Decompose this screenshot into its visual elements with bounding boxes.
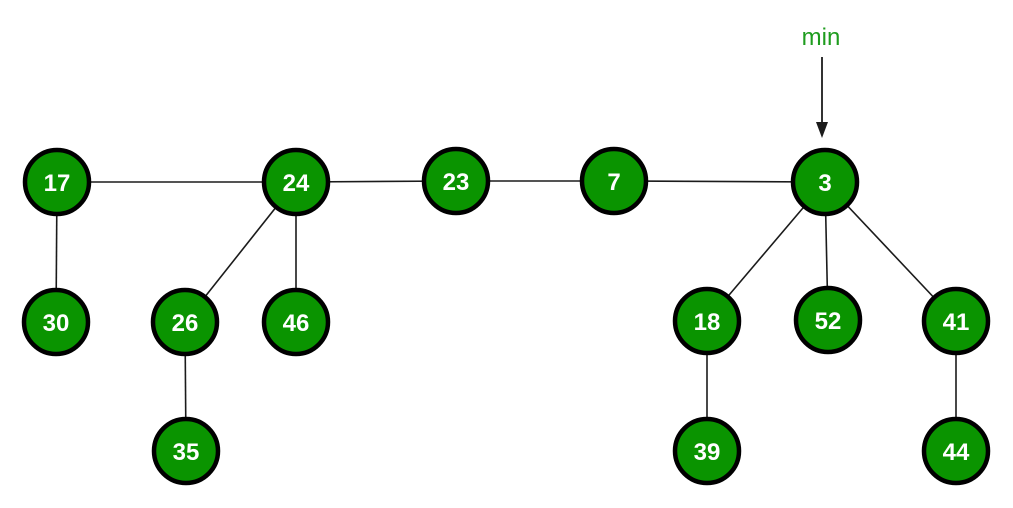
- heap-node-value-30: 30: [43, 310, 70, 337]
- heap-node-24: 24: [261, 147, 331, 217]
- heap-node-value-41: 41: [943, 309, 970, 336]
- heap-node-circle-41: [921, 286, 991, 356]
- heap-node-circle-17: [22, 147, 92, 217]
- heap-node-26: 26: [150, 287, 220, 357]
- heap-node-46: 46: [261, 287, 331, 357]
- heap-node-3: 3: [790, 147, 860, 217]
- heap-node-value-52: 52: [815, 308, 842, 335]
- nodes-layer: 17 24 23 7 3 30 26 46 18 52 41 35 39 44: [21, 146, 991, 486]
- heap-node-circle-18: [672, 286, 742, 356]
- heap-node-value-44: 44: [943, 439, 970, 466]
- heap-node-39: 39: [672, 416, 742, 486]
- heap-node-circle-23: [421, 146, 491, 216]
- heap-node-7: 7: [579, 146, 649, 216]
- heap-node-35: 35: [151, 416, 221, 486]
- heap-node-value-26: 26: [172, 310, 199, 337]
- heap-node-value-39: 39: [694, 439, 721, 466]
- heap-node-value-35: 35: [173, 439, 200, 466]
- heap-node-23: 23: [421, 146, 491, 216]
- heap-node-circle-35: [151, 416, 221, 486]
- heap-node-circle-7: [579, 146, 649, 216]
- edge-7-3: [613, 180, 826, 183]
- heap-node-circle-39: [672, 416, 742, 486]
- heap-node-circle-44: [921, 416, 991, 486]
- heap-node-17: 17: [22, 147, 92, 217]
- heap-node-value-7: 7: [607, 169, 620, 196]
- heap-node-circle-3: [790, 147, 860, 217]
- heap-node-41: 41: [921, 286, 991, 356]
- heap-node-value-46: 46: [283, 310, 310, 337]
- heap-node-circle-24: [261, 147, 331, 217]
- heap-node-18: 18: [672, 286, 742, 356]
- heap-node-value-24: 24: [283, 170, 310, 197]
- heap-node-value-17: 17: [44, 170, 71, 197]
- heap-node-52: 52: [793, 285, 863, 355]
- heap-node-30: 30: [21, 287, 91, 357]
- min-pointer-annotation: min: [802, 24, 841, 138]
- heap-node-circle-52: [793, 285, 863, 355]
- heap-node-circle-46: [261, 287, 331, 357]
- heap-node-value-18: 18: [694, 309, 721, 336]
- heap-node-44: 44: [921, 416, 991, 486]
- min-label: min: [802, 24, 841, 51]
- heap-node-circle-26: [150, 287, 220, 357]
- heap-node-circle-30: [21, 287, 91, 357]
- heap-node-value-23: 23: [443, 169, 470, 196]
- min-arrowhead-icon: [816, 122, 828, 138]
- heap-node-value-3: 3: [818, 170, 831, 197]
